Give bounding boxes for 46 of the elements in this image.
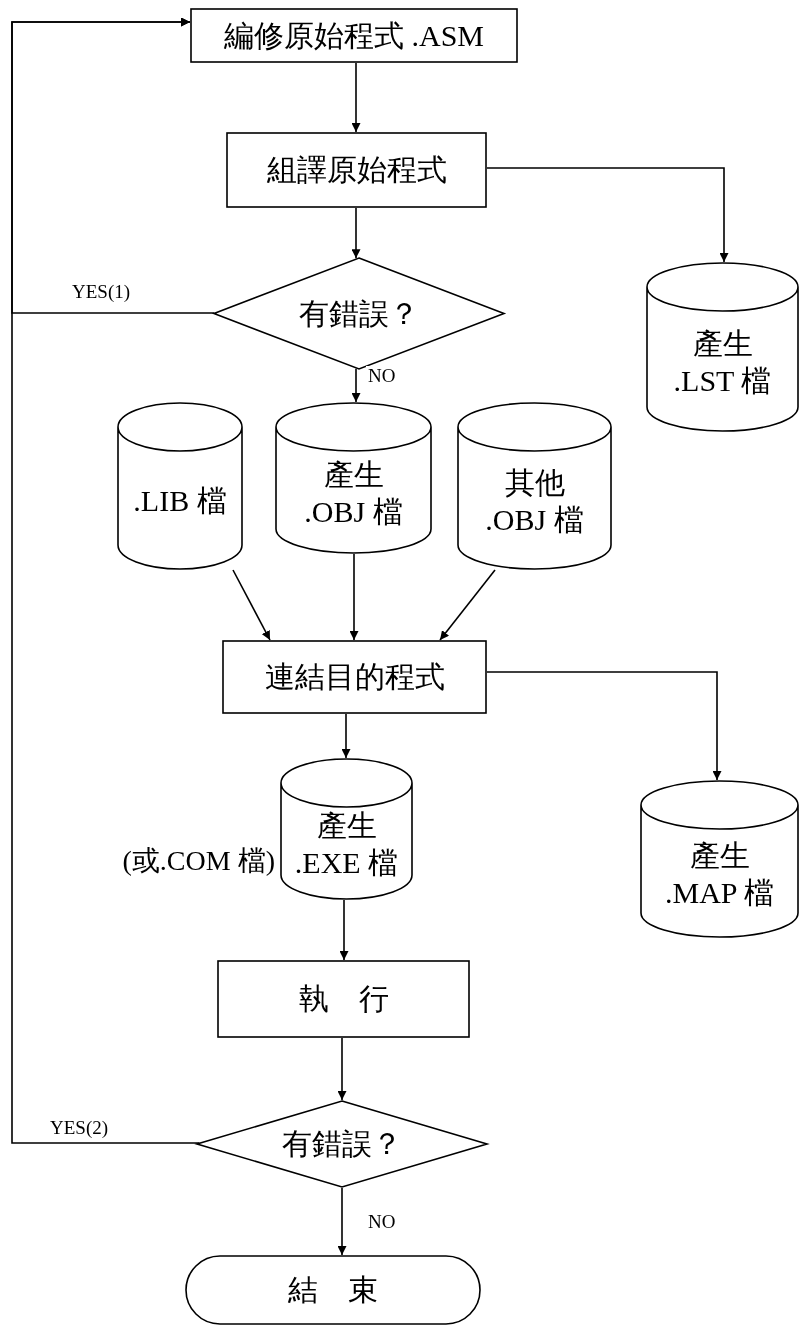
process-box — [190, 8, 518, 63]
arrow — [232, 569, 271, 641]
node-label: 產生 — [316, 807, 377, 844]
arrow — [351, 207, 361, 259]
node-label: 產生 — [692, 325, 753, 362]
node-label: 產生 — [323, 456, 384, 493]
node-label: .MAP 檔 — [665, 875, 774, 911]
node-label: 組譯原始程式 — [266, 152, 447, 189]
arrow — [351, 368, 361, 403]
arrow — [339, 899, 349, 961]
file-cylinder — [646, 262, 799, 432]
arrow — [351, 62, 361, 133]
node-label: 執 行 — [298, 981, 389, 1018]
arrow — [439, 569, 496, 641]
edge-label: YES(1) — [70, 282, 133, 303]
file-cylinder — [275, 402, 432, 554]
process-box — [226, 132, 487, 208]
file-cylinder — [457, 402, 612, 570]
decision-diamond — [196, 1100, 488, 1188]
node-label: 有錯誤？ — [282, 1126, 402, 1163]
file-cylinder — [117, 402, 243, 570]
arrow — [11, 17, 201, 1144]
arrow — [349, 553, 359, 641]
process-box — [222, 640, 487, 714]
arrow — [337, 1187, 347, 1256]
node-label: 連結目的程式 — [264, 659, 445, 696]
node-label: 有錯誤？ — [299, 295, 419, 332]
arrow — [337, 1037, 347, 1101]
file-cylinder — [640, 780, 799, 938]
node-label: .OBJ 檔 — [485, 502, 584, 538]
process-box — [217, 960, 470, 1038]
node-label: .LIB 檔 — [133, 483, 227, 520]
node-label: 結 束 — [288, 1272, 378, 1309]
decision-diamond — [213, 257, 505, 370]
node-label: .LST 檔 — [673, 363, 772, 399]
edge-label: YES(2) — [48, 1118, 111, 1139]
arrow — [486, 671, 722, 781]
node-label: .OBJ 檔 — [304, 494, 403, 530]
arrow — [341, 713, 351, 759]
node-label: 其他 — [504, 464, 565, 501]
node-label: 編修原始程式 .ASM — [224, 17, 484, 54]
node-label: .EXE 檔 — [294, 845, 399, 881]
file-cylinder — [280, 758, 413, 900]
arrow — [486, 167, 729, 263]
node-label: 產生 — [689, 837, 750, 874]
node-caption: (或.COM 檔) — [122, 844, 275, 878]
